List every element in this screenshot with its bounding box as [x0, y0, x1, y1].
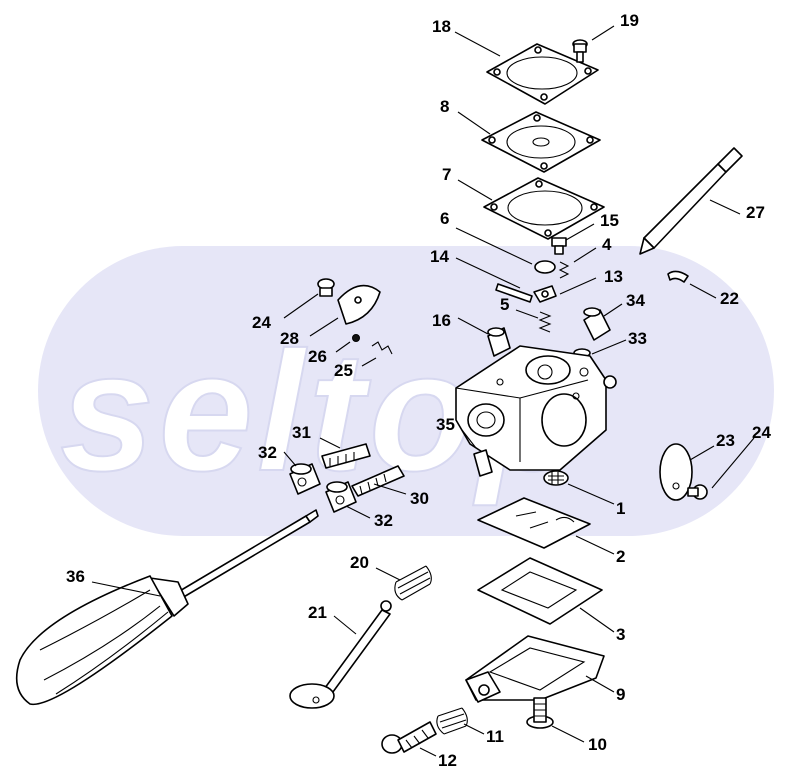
- callout-36: 36: [66, 567, 85, 586]
- cover-screw: [572, 39, 588, 63]
- callout-24-right: 24: [752, 423, 771, 442]
- callout-35: 35: [436, 415, 455, 434]
- spring-5: [538, 311, 552, 333]
- callout-22: 22: [720, 289, 739, 308]
- cover-plate: [486, 43, 599, 105]
- callout-1: 1: [616, 499, 625, 518]
- callout-7: 7: [442, 165, 451, 184]
- spring-25: [371, 341, 393, 355]
- callout-labels: 18 19 8 7 27 6 15 4 14 13 22 5 34 24 28 …: [66, 11, 771, 770]
- callout-25: 25: [334, 361, 353, 380]
- lever-13: [533, 285, 557, 303]
- metering-diaphragm: [481, 111, 601, 173]
- callout-31: 31: [292, 423, 311, 442]
- screwdriver: [15, 509, 319, 706]
- needle-31: [321, 443, 371, 469]
- carburetor-body: [455, 345, 617, 471]
- clip-22: [667, 270, 689, 283]
- callout-12: 12: [438, 751, 457, 770]
- callout-28: 28: [280, 329, 299, 348]
- callout-16: 16: [432, 311, 451, 330]
- callout-33: 33: [628, 329, 647, 348]
- callout-14: 14: [430, 247, 449, 266]
- callout-10: 10: [588, 735, 607, 754]
- screw-10: [526, 697, 554, 729]
- shaft-14: [495, 283, 533, 303]
- screw-24-top: [317, 278, 335, 297]
- leader-lines: [91, 25, 755, 757]
- pin-35: [473, 449, 493, 477]
- screw-24-right: [687, 484, 708, 500]
- watermark: seltop: [38, 246, 774, 536]
- callout-5: 5: [500, 295, 509, 314]
- callout-30: 30: [410, 489, 429, 508]
- callout-24-left: 24: [252, 313, 271, 332]
- spring-11: [436, 707, 468, 735]
- cap-32-bottom: [325, 481, 357, 513]
- screw-15: [551, 237, 567, 255]
- gasket: [483, 177, 605, 240]
- cap-32-top: [289, 463, 321, 495]
- callout-20: 20: [350, 553, 369, 572]
- callout-2: 2: [616, 547, 625, 566]
- callout-9: 9: [616, 685, 625, 704]
- callout-21: 21: [308, 603, 327, 622]
- callout-19: 19: [620, 11, 639, 30]
- pump-cover: [465, 635, 605, 703]
- callout-13: 13: [604, 267, 623, 286]
- cap-34: [583, 307, 611, 341]
- filter-screen: [543, 470, 569, 486]
- callout-34: 34: [626, 291, 645, 310]
- disc-6: [534, 260, 556, 274]
- callout-4: 4: [602, 235, 612, 254]
- spring-4: [558, 261, 570, 279]
- needle-27: [639, 147, 743, 255]
- cap-16: [487, 327, 511, 357]
- shaft-21: [289, 600, 392, 709]
- screw-12: [381, 721, 437, 754]
- ball-26: [352, 334, 360, 342]
- callout-26: 26: [308, 347, 327, 366]
- gasket-2: [477, 497, 591, 549]
- callout-15: 15: [600, 211, 619, 230]
- callout-3: 3: [616, 625, 625, 644]
- callout-8: 8: [440, 97, 449, 116]
- disc-23: [659, 443, 693, 501]
- callout-27: 27: [746, 203, 765, 222]
- callout-6: 6: [440, 209, 449, 228]
- plate-28: [337, 284, 381, 325]
- diaphragm-3: [477, 557, 603, 625]
- callout-11: 11: [486, 727, 504, 746]
- callout-32-top: 32: [258, 443, 277, 462]
- needle-30: [351, 465, 405, 497]
- spring-20: [394, 565, 432, 601]
- callout-18: 18: [432, 17, 451, 36]
- callout-32-bottom: 32: [374, 511, 393, 530]
- callout-23: 23: [716, 431, 735, 450]
